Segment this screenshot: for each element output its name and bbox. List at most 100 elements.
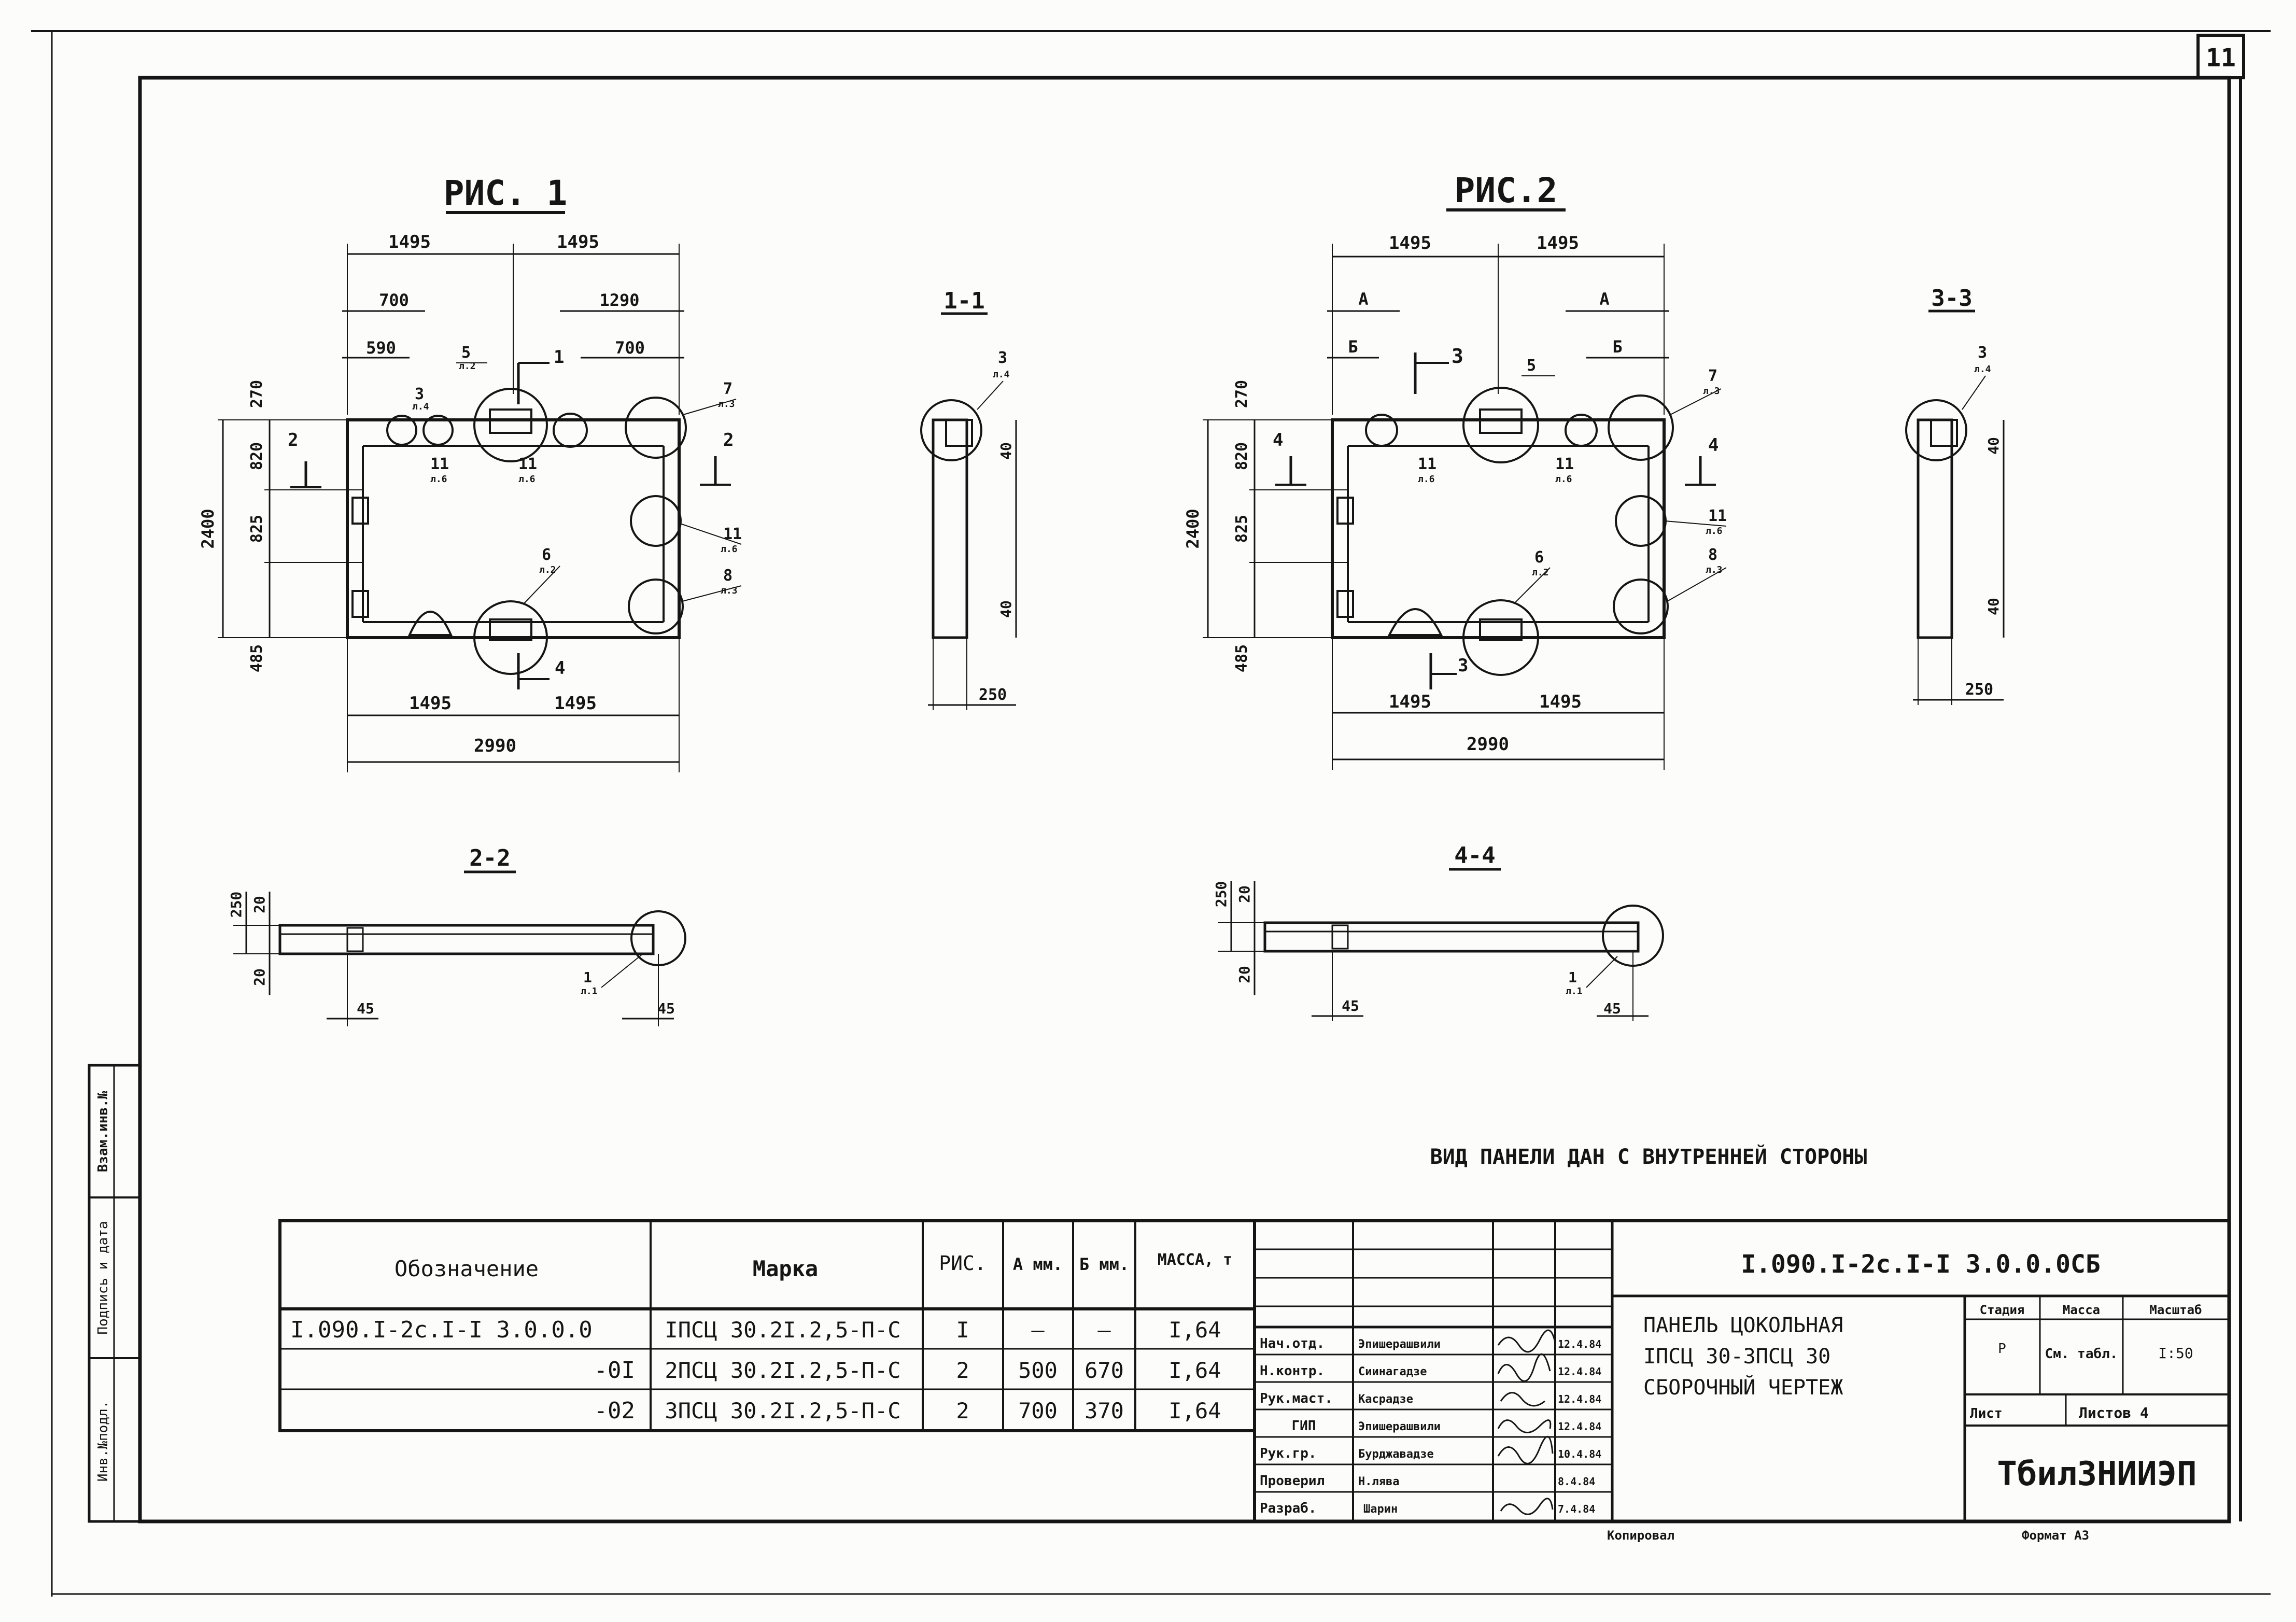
spec-row2-b: 670 (1084, 1358, 1124, 1383)
section-2-2-dim-250: 250 (228, 892, 245, 918)
fig1-cut-2b-label: 2 (723, 430, 734, 450)
title-block-frame (1253, 1219, 2231, 1523)
fig2-circle-6 (1462, 599, 1539, 676)
fig2-cut-4a-label: 4 (1273, 430, 1283, 450)
fig2-cut-3a-label: 3 (1452, 345, 1463, 368)
section-1-1-callout-num: 3 (998, 349, 1007, 367)
fig1-callout-11a-num: 11 (430, 455, 449, 473)
fig1-dim-left-3: 825 (248, 515, 266, 543)
section-4-4-dim-250: 250 (1213, 881, 1230, 908)
fig1-cut-2a-label: 2 (288, 430, 298, 450)
fig1-left-insert-1 (351, 497, 369, 525)
section-2-2-profile (278, 924, 655, 955)
fig1-cut-4-label: 4 (555, 658, 565, 679)
spec-row2-a: 500 (1018, 1358, 1058, 1383)
section-2-2-leader (601, 953, 643, 988)
fig1-dim-bottom-2: 1495 (554, 693, 597, 714)
fig1-dim-overall-height: 2400 (198, 509, 218, 548)
tb-name-5: Бурджавадзе (1358, 1448, 1434, 1461)
section-1-1-callout-sheet: л.4 (993, 369, 1010, 380)
fig1-title: РИС. 1 (444, 173, 567, 213)
section-3-3-callout-num: 3 (1978, 344, 1987, 362)
section-4-4-insert (1331, 924, 1349, 950)
tb-name-4: Эпишерашвили (1358, 1420, 1441, 1433)
section-3-3-profile (1917, 418, 1953, 639)
fig2-callout-11c-num: 11 (1708, 507, 1727, 525)
figure-1: РИС. 1 1495 1495 700 1290 (198, 173, 742, 772)
fig1-callout-5-sheet: л.2 (459, 361, 476, 372)
fig1-circle-a (386, 415, 417, 446)
tb-date-5: 10.4.84 (1558, 1448, 1601, 1460)
fig2-circle-b (1565, 414, 1598, 447)
section-3-3-detail-circle (1905, 399, 1967, 461)
spec-row2-designation: -0I (594, 1357, 635, 1384)
fig1-callout-11a-sheet: л.6 (430, 474, 447, 485)
tb-role-6: Проверил (1260, 1473, 1325, 1489)
fig2-callout-8-sheet: л.3 (1706, 565, 1723, 575)
section-3-3-callout-sheet: л.4 (1974, 364, 1991, 375)
fig2-dim-top-1: 1495 (1389, 233, 1431, 253)
section-2-2-title: 2-2 (469, 845, 510, 871)
signature-1 (1497, 1329, 1556, 1353)
section-3-3-dim-1: 40 (1985, 437, 2002, 455)
fig2-notch-6 (1479, 618, 1523, 641)
footer-copied: Копировал (1607, 1528, 1674, 1543)
signature-5 (1497, 1436, 1554, 1464)
section-4-4-dim-b1: 45 (1342, 997, 1359, 1014)
section-3-3: 3-3 3 л.4 40 40 250 (1905, 285, 2005, 705)
spec-table: Обозначение Марка РИС. А мм. Б мм. МАССА… (278, 1219, 1256, 1432)
table-row: -0I 2ПСЦ 30.2I.2,5-П-С 2 500 670 I,64 (594, 1357, 1221, 1384)
section-4-4-title: 4-4 (1454, 842, 1495, 869)
fig1-notch-5 (489, 408, 532, 434)
footer-format: Формат А3 (2022, 1528, 2089, 1543)
fig2-callout-6-num: 6 (1534, 548, 1544, 567)
tb-header-stage: Стадия (1980, 1303, 2025, 1317)
fig1-dim-left-1: 270 (248, 380, 266, 408)
fig2-dim-bottom-2: 1495 (1539, 692, 1582, 712)
section-3-3-title: 3-3 (1931, 285, 1972, 312)
tb-scale-value: I:50 (2158, 1345, 2193, 1362)
fig1-dim-small-1: 590 (366, 338, 396, 358)
fig2-callout-11b-sheet: л.6 (1555, 474, 1572, 485)
fig2-arch-element (1387, 608, 1443, 636)
section-3-3-dim-2: 40 (1985, 598, 2002, 615)
fig1-dim-left-4: 485 (248, 644, 266, 672)
fig1-callout-6-sheet: л.2 (539, 565, 556, 575)
fig1-arch-element (407, 611, 453, 636)
tb-document-code: I.090.I-2с.I-I 3.0.0.0СБ (1741, 1250, 2101, 1279)
fig2-callout-6-leader (1513, 567, 1551, 604)
tb-date-6: 8.4.84 (1558, 1475, 1595, 1488)
tb-desc-line-2: IПСЦ 30-3ПСЦ 30 (1643, 1345, 1830, 1369)
fig2-dim-left-2: 820 (1233, 442, 1251, 470)
tb-name-1: Эпишерашвили (1358, 1338, 1441, 1351)
fig2-dim-overall-height: 2400 (1183, 509, 1203, 548)
spec-row3-fig: 2 (956, 1398, 969, 1423)
fig2-dim-bottom-1: 1495 (1389, 692, 1431, 712)
fig1-callout-5-num: 5 (461, 344, 471, 362)
section-4-4-dim-20b: 20 (1236, 966, 1253, 983)
fig1-dim-top-1: 1495 (388, 232, 431, 252)
fig2-dim-b-2: Б (1612, 337, 1622, 357)
fig2-callout-5-num: 5 (1527, 357, 1536, 375)
tb-organization: ТбилЗНИИЭП (1997, 1455, 2196, 1493)
spec-row2-mass: I,64 (1168, 1358, 1221, 1383)
fig2-callout-8-num: 8 (1708, 546, 1717, 564)
fig1-callout-11c-num: 11 (723, 525, 742, 543)
section-2-2-dim-b2: 45 (657, 1000, 675, 1017)
section-2-2-callout-num: 1 (583, 969, 592, 986)
tb-date-1: 12.4.84 (1558, 1338, 1601, 1350)
spec-row1-designation: I.090.I-2с.I-I 3.0.0.0 (290, 1317, 593, 1343)
spec-row2-fig: 2 (956, 1358, 969, 1383)
section-2-2: 2-2 250 20 20 45 45 1 л.1 (228, 845, 686, 1026)
table-row: -02 3ПСЦ 30.2I.2,5-П-С 2 700 370 I,64 (594, 1398, 1221, 1424)
tb-stage-value: Р (1998, 1341, 2006, 1357)
fig2-callout-11a-sheet: л.6 (1418, 474, 1435, 485)
figure-2: РИС.2 1495 1495 А А Б Б (1183, 171, 1727, 770)
section-2-2-dim-b1: 45 (357, 1000, 374, 1017)
fig1-callout-7-sheet: л.3 (718, 399, 735, 410)
section-1-1-profile (932, 418, 968, 639)
fig1-circle-11 (630, 495, 682, 547)
section-3-3-lip (1930, 419, 1958, 447)
section-1-1-leader (977, 380, 1004, 410)
spec-row3-designation: -02 (594, 1398, 635, 1424)
